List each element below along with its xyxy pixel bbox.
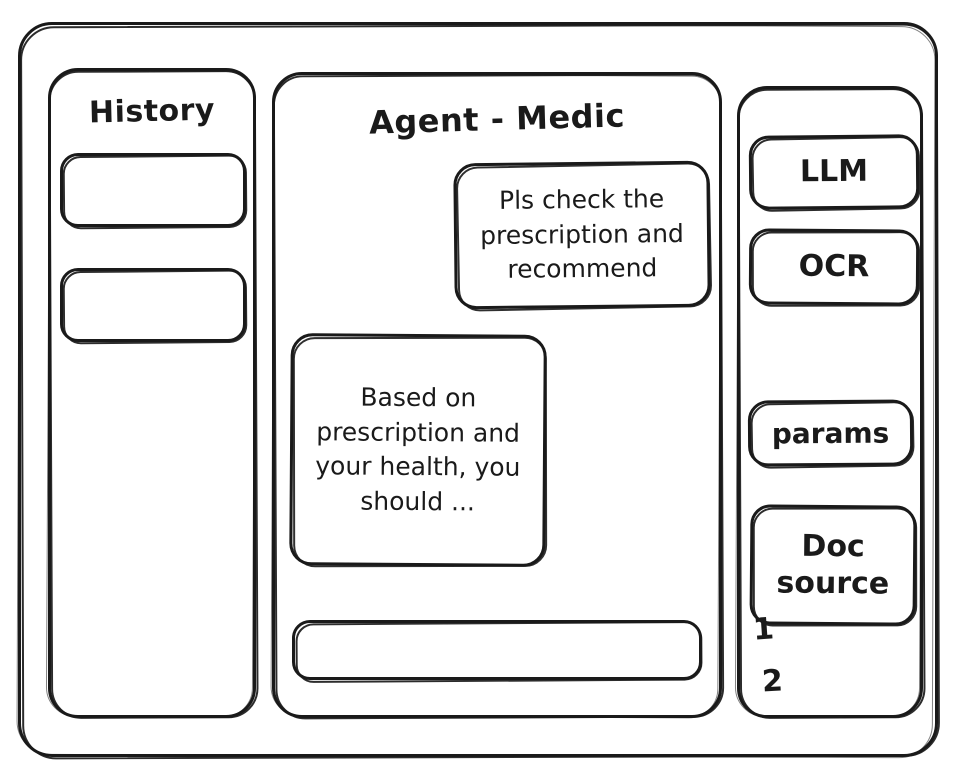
assistant-message-text: Based on prescription and your health, y… <box>315 382 521 516</box>
tool-button-llm[interactable]: LLM <box>748 134 921 213</box>
tool-doc-source-label: Doc source <box>776 528 890 602</box>
history-item-border <box>60 268 246 342</box>
message-composer[interactable] <box>292 620 703 683</box>
doc-source-index-2[interactable]: 2 <box>761 663 784 700</box>
tool-params-label: params <box>771 416 890 450</box>
user-message-bubble: Pls check the prescription and recommend <box>453 160 713 312</box>
tool-llm-label: LLM <box>799 153 869 190</box>
tool-ocr-label: OCR <box>798 249 870 285</box>
doc-source-index-1[interactable]: 1 <box>751 611 776 648</box>
tool-button-ocr[interactable]: OCR <box>748 228 921 307</box>
message-input[interactable] <box>306 620 688 680</box>
tool-button-params[interactable]: params <box>747 399 915 469</box>
history-list-item[interactable] <box>60 153 248 230</box>
assistant-message-bubble: Based on prescription and your health, y… <box>289 333 548 568</box>
tool-button-doc-source[interactable]: Doc source <box>749 504 918 627</box>
history-item-border-sketch-2 <box>62 154 248 230</box>
history-item-border-sketch-2 <box>62 269 248 345</box>
history-list-item[interactable] <box>60 268 248 345</box>
user-message-text: Pls check the prescription and recommend <box>479 184 684 285</box>
history-item-border <box>60 153 246 227</box>
